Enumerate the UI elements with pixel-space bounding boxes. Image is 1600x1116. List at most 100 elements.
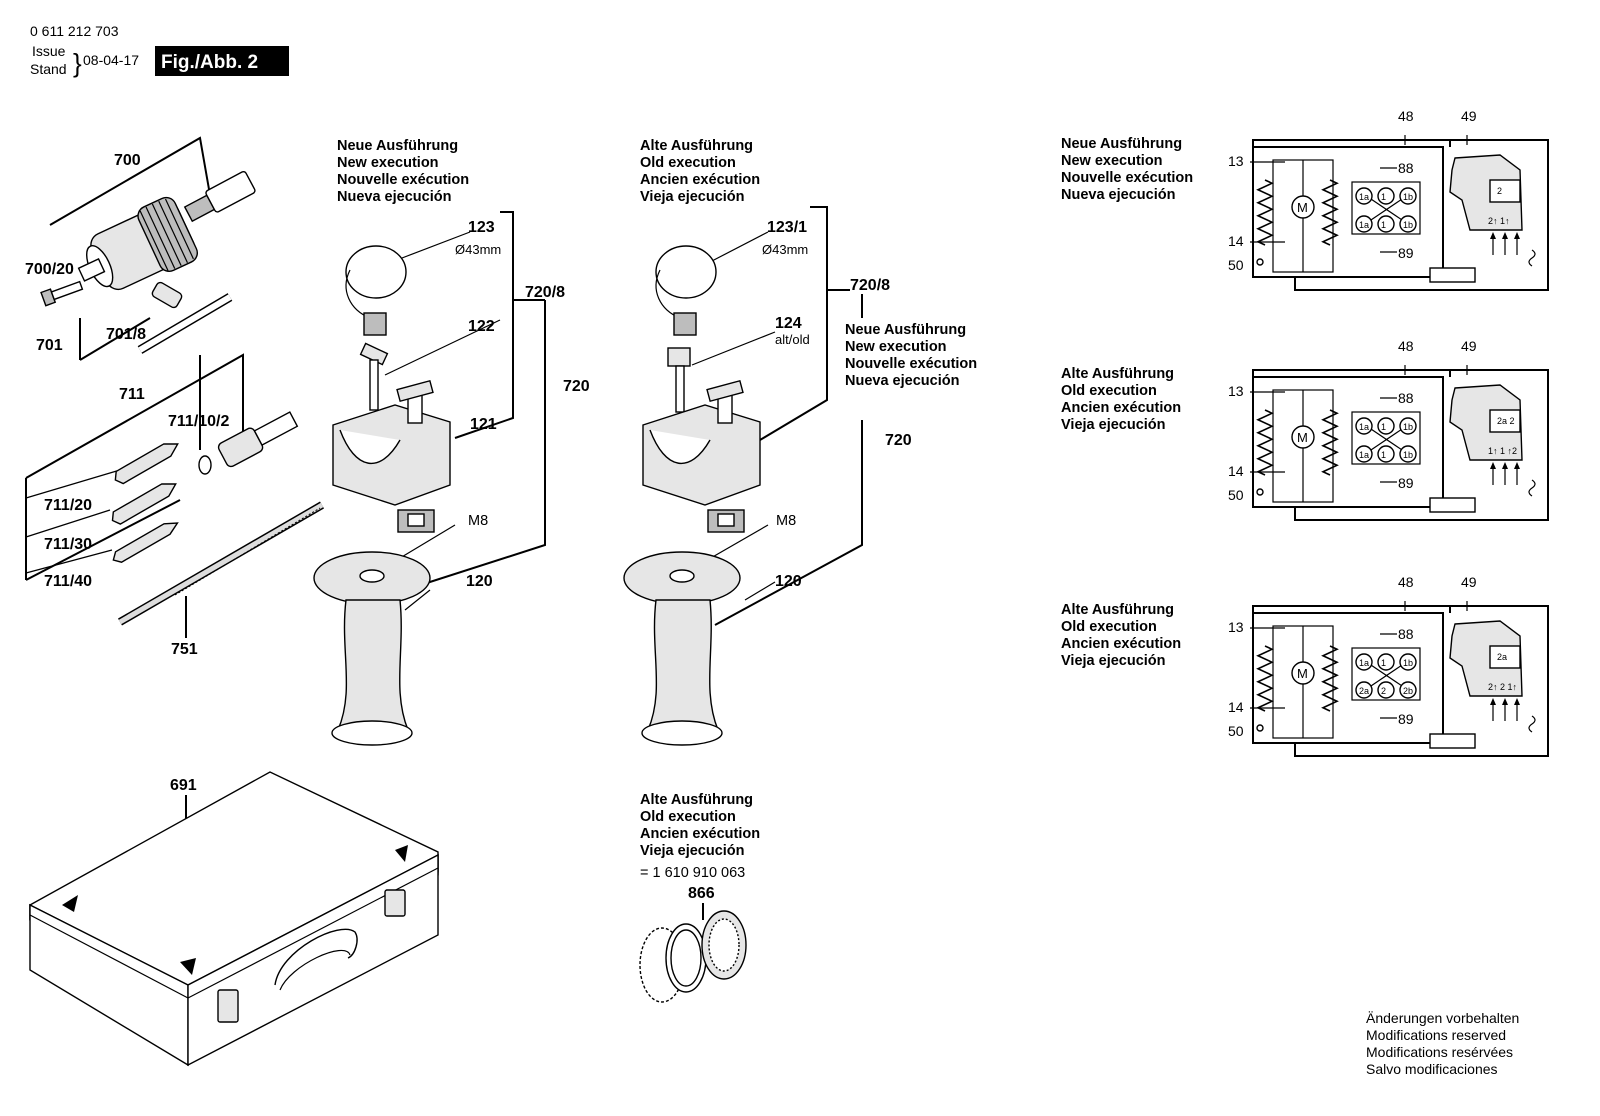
svg-text:Nouvelle exécution: Nouvelle exécution xyxy=(337,172,469,188)
label-700: 700 xyxy=(114,152,141,169)
terminal-label-2: 1b xyxy=(1403,658,1413,668)
terminal-block xyxy=(1351,181,1421,235)
wiring-diagram-old-1: Alte Ausführung Old execution Ancien exé… xyxy=(1061,338,1549,521)
label-m8-old: M8 xyxy=(776,513,796,529)
label-720-8-old: 720/8 xyxy=(850,277,890,294)
label-711: 711 xyxy=(119,386,145,403)
terminal-0 xyxy=(1355,417,1373,435)
motor-label: M xyxy=(1297,666,1308,681)
suppressor xyxy=(1429,733,1476,749)
terminal-4 xyxy=(1377,445,1395,463)
issue-label: Issue xyxy=(32,43,66,59)
label-89: 89 xyxy=(1398,711,1414,727)
terminal-3 xyxy=(1355,681,1373,699)
svg-text:Nueva ejecución: Nueva ejecución xyxy=(337,189,451,205)
label-720-old: 720 xyxy=(885,432,912,449)
suppressor xyxy=(1429,497,1476,513)
label-88: 88 xyxy=(1398,160,1414,176)
circuit-box xyxy=(1252,146,1444,278)
terminal-3 xyxy=(1355,215,1373,233)
mains-symbol xyxy=(1528,249,1536,267)
outer-wire xyxy=(1294,605,1549,757)
label-48: 48 xyxy=(1398,338,1414,354)
label-89: 89 xyxy=(1398,475,1414,491)
terminal-5 xyxy=(1399,681,1417,699)
terminal-label-3: 1a xyxy=(1359,220,1369,230)
label-123: 123 xyxy=(468,219,495,236)
svg-text:Vieja ejecución: Vieja ejecución xyxy=(640,843,745,859)
figure-tag: Fig./Abb. 2 xyxy=(161,52,258,73)
bottom-old-heading: Alte Ausführung Old execution Ancien exé… xyxy=(640,792,760,881)
part-number: 0 611 212 703 xyxy=(30,23,119,39)
label-711-30: 711/30 xyxy=(44,536,92,553)
switch-contacts xyxy=(1489,645,1521,669)
footer-note: Änderungen vorbehalten Modifications res… xyxy=(1366,1010,1519,1077)
terminal-label-4: 1 xyxy=(1381,450,1386,460)
svg-text:Modifications resérvées: Modifications resérvées xyxy=(1366,1044,1513,1060)
svg-text:Old execution: Old execution xyxy=(640,809,736,825)
label-711-10-2: 711/10/2 xyxy=(168,413,230,430)
terminal-1 xyxy=(1377,417,1395,435)
svg-text:New execution: New execution xyxy=(337,155,439,171)
label-13: 13 xyxy=(1228,619,1244,635)
svg-text:Ancien exécution: Ancien exécution xyxy=(1061,400,1181,416)
terminal-1 xyxy=(1377,187,1395,205)
svg-text:Old execution: Old execution xyxy=(1061,619,1157,635)
terminal-4 xyxy=(1377,681,1395,699)
label-123-1: 123/1 xyxy=(767,219,807,236)
label-50: 50 xyxy=(1228,257,1244,273)
terminal-label-4: 1 xyxy=(1381,220,1386,230)
chuck-adapter xyxy=(183,170,256,223)
terminal-label-4: 2 xyxy=(1381,686,1386,696)
switch-body xyxy=(1449,154,1523,231)
label-89: 89 xyxy=(1398,245,1414,261)
screwdriver-bit-2 xyxy=(111,483,177,525)
label-120-new: 120 xyxy=(466,573,493,590)
label-49: 49 xyxy=(1461,338,1477,354)
label-13: 13 xyxy=(1228,383,1244,399)
label-711-20: 711/20 xyxy=(44,497,92,514)
equivalent-number: = 1 610 910 063 xyxy=(640,865,745,881)
mains-symbol xyxy=(1528,479,1536,497)
terminal-2 xyxy=(1399,187,1417,205)
terminal-label-1: 1 xyxy=(1381,422,1386,432)
svg-text:Alte Ausführung: Alte Ausführung xyxy=(1061,602,1174,618)
label-124-note: alt/old xyxy=(775,332,810,347)
label-124: 124 xyxy=(775,315,802,332)
terminal-label-0: 1a xyxy=(1359,422,1369,432)
field-coil-right xyxy=(1321,179,1339,246)
label-49: 49 xyxy=(1461,108,1477,124)
bit-holder xyxy=(217,411,299,468)
svg-text:New execution: New execution xyxy=(1061,153,1163,169)
terminal-label-2: 1b xyxy=(1403,192,1413,202)
screwdriver-bit-3 xyxy=(112,522,179,563)
svg-text:Nueva ejecución: Nueva ejecución xyxy=(845,373,959,389)
switch-label-top: 2 xyxy=(1497,186,1502,196)
svg-text:Nueva ejecución: Nueva ejecución xyxy=(1061,187,1175,203)
terminal-block xyxy=(1351,647,1421,701)
carrying-case: 691 xyxy=(29,771,439,1067)
switch-label-bottom: 1↑ 1 ↑2 xyxy=(1488,446,1517,456)
terminal-label-5: 1b xyxy=(1403,450,1413,460)
label-720-8-new: 720/8 xyxy=(525,284,565,301)
field-coil-left xyxy=(1256,179,1274,246)
switch-body xyxy=(1449,384,1523,461)
svg-text:Neue Ausführung: Neue Ausführung xyxy=(337,138,458,154)
label-50: 50 xyxy=(1228,487,1244,503)
chuck-group: 700 700/20 701 701/8 xyxy=(25,136,256,361)
switch-body xyxy=(1449,620,1523,697)
handle-assembly-new: 123 Ø43mm 122 720/8 720 121 M8 120 xyxy=(313,211,590,746)
label-14: 14 xyxy=(1228,233,1244,249)
svg-text:Neue Ausführung: Neue Ausführung xyxy=(1061,136,1182,152)
svg-text:Old execution: Old execution xyxy=(1061,383,1157,399)
circuit-box xyxy=(1252,612,1444,744)
terminal-label-1: 1 xyxy=(1381,658,1386,668)
switch-label-bottom: 2↑ 1↑ xyxy=(1488,216,1510,226)
stand-label: Stand xyxy=(30,61,67,77)
mid-old-heading: Alte Ausführung Old execution Ancien exé… xyxy=(640,138,760,205)
wiring-diagram-new: Neue Ausführung New execution Nouvelle e… xyxy=(1061,108,1549,291)
terminal-label-3: 1a xyxy=(1359,450,1369,460)
label-88: 88 xyxy=(1398,626,1414,642)
svg-text:Ancien exécution: Ancien exécution xyxy=(1061,636,1181,652)
label-14: 14 xyxy=(1228,699,1244,715)
